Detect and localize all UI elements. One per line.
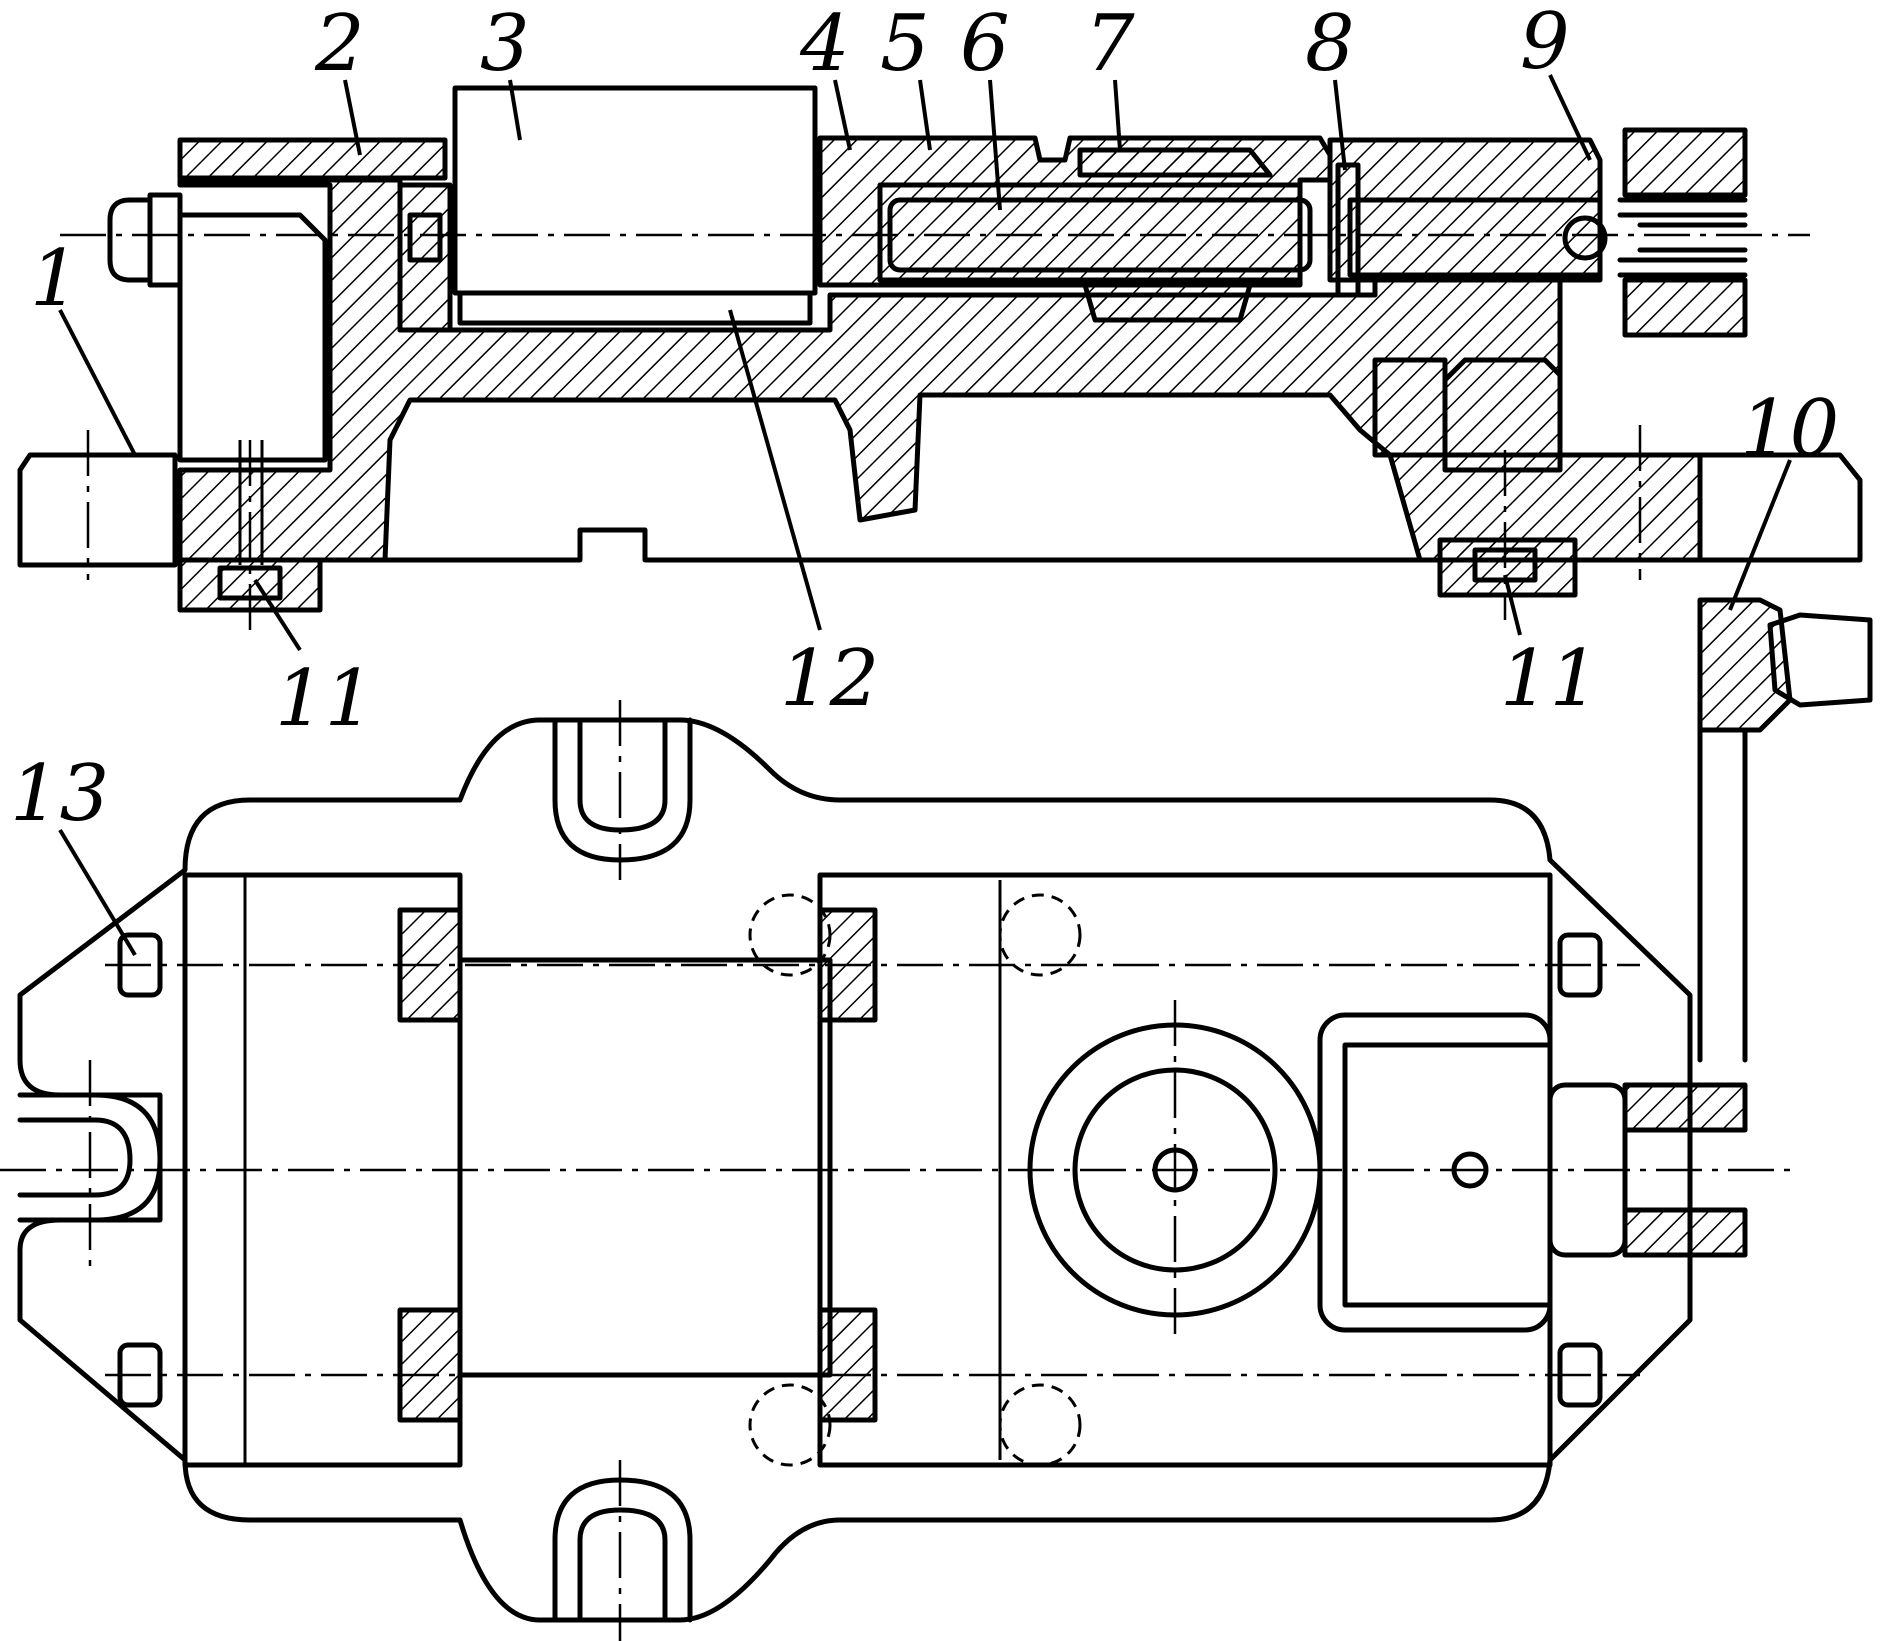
- leader-8: [1333, 79, 1347, 171]
- left-u-slot: [17, 1092, 163, 1223]
- left-pin: [407, 212, 443, 263]
- pin-8: [1335, 162, 1361, 298]
- left-cavity: [177, 212, 328, 463]
- leader-10: [1728, 459, 1792, 611]
- leader-11-left: [253, 578, 302, 652]
- left-bolt-head: [107, 192, 183, 288]
- cross-pin: [1562, 215, 1608, 261]
- cylinder-inner: [1342, 1042, 1553, 1308]
- guide-lower-left: [397, 1307, 463, 1423]
- leader-3: [508, 79, 522, 141]
- disc-inner: [1072, 1067, 1278, 1273]
- right-cavity: [1442, 357, 1563, 473]
- link-lower-hub-2: [1622, 1207, 1748, 1258]
- dashed-hole-3: [748, 1383, 832, 1467]
- jaw-base-12: [457, 290, 813, 326]
- link-lower-hub: [1622, 1082, 1748, 1133]
- label-12: 12: [780, 634, 879, 724]
- label-2: 2: [314, 0, 365, 89]
- label-11-left: 11: [275, 654, 374, 744]
- leader-lines: [58, 74, 1792, 957]
- cylinder-block-plan: [1317, 1012, 1553, 1333]
- shaft-bore: [1347, 197, 1603, 278]
- label-4: 4: [799, 0, 850, 89]
- leader-6: [988, 79, 1002, 211]
- link-arm: [1697, 727, 1748, 1063]
- piston-bore: [877, 182, 1303, 283]
- leader-4: [833, 79, 852, 151]
- link-upper-hub: [1697, 597, 1793, 733]
- label-1: 1: [30, 234, 80, 324]
- leader-1: [58, 309, 137, 456]
- leader-11-right: [1503, 574, 1522, 636]
- leader-7: [1113, 79, 1122, 151]
- guide-lower-right: [817, 1307, 878, 1423]
- plan-view: [0, 700, 1790, 1641]
- shaft-end-lower: [1622, 277, 1748, 338]
- dashed-hole-4: [998, 1383, 1082, 1467]
- dashed-hole-2: [998, 893, 1082, 977]
- leader-2: [343, 79, 362, 156]
- section-view: [17, 85, 1863, 630]
- leader-9: [1548, 74, 1592, 161]
- bottom-u-slot: [552, 1477, 693, 1623]
- movable-jaw-3: [452, 85, 818, 296]
- leader-12: [728, 309, 822, 631]
- nut-7-lower: [1082, 282, 1253, 323]
- shaft-splines: [1617, 197, 1748, 278]
- right-block-9: [1327, 137, 1603, 283]
- dashed-hole-1: [748, 893, 832, 977]
- shaft-end: [1622, 127, 1748, 198]
- label-6: 6: [960, 0, 1010, 89]
- left-foot: [17, 452, 178, 568]
- label-3: 3: [480, 0, 530, 89]
- label-8: 8: [1305, 0, 1355, 89]
- base-line: [172, 527, 1423, 563]
- crank-link-10: [1622, 597, 1873, 1258]
- link-upper-knob: [1767, 612, 1873, 708]
- top-u-slot: [552, 717, 693, 863]
- top-plate-2: [177, 137, 448, 181]
- label-11-right: 11: [1500, 634, 1599, 724]
- label-9: 9: [1520, 0, 1570, 87]
- nut-7: [1077, 147, 1273, 178]
- plan-outline: [17, 717, 1693, 1623]
- label-13: 13: [10, 749, 109, 839]
- leader-13: [58, 828, 137, 957]
- label-7: 7: [1085, 0, 1135, 89]
- label-5: 5: [880, 0, 930, 89]
- leader-5: [918, 79, 932, 151]
- part-labels: 1 2 3 4 5 6 7 8 9 10 11 11 12 13: [10, 0, 1839, 839]
- jaw-plan: [457, 957, 833, 1378]
- label-10: 10: [1740, 384, 1839, 474]
- right-foot: [1697, 452, 1863, 563]
